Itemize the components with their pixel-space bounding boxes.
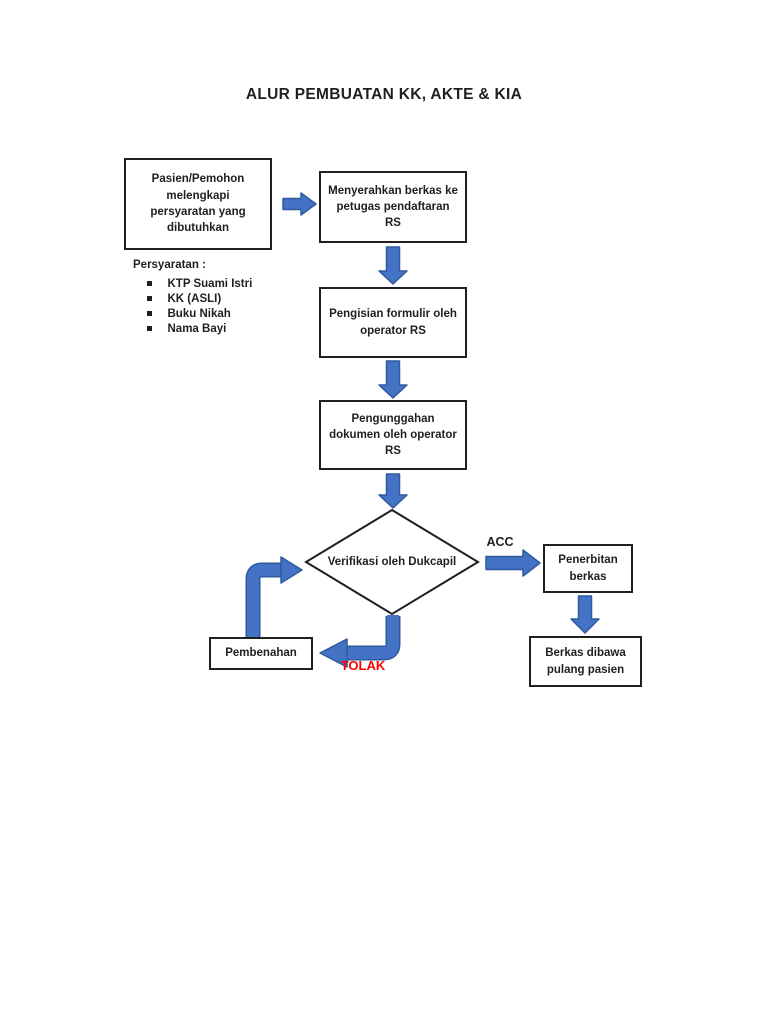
node-pasien-pemohon: Pasien/Pemohon melengkapi persyaratan ya…: [124, 158, 272, 250]
page-title: ALUR PEMBUATAN KK, AKTE & KIA: [245, 86, 523, 103]
list-item: KK (ASLI): [133, 291, 252, 306]
requirement-label: KTP Suami Istri: [167, 277, 253, 290]
node-berkas-dibawa-pulang: Berkas dibawa pulang pasien: [529, 636, 642, 687]
list-item: Nama Bayi: [133, 321, 252, 336]
requirement-label: KK (ASLI): [167, 292, 222, 305]
requirement-label: Nama Bayi: [167, 322, 227, 335]
bullet-square-icon: [147, 296, 152, 301]
requirements-block: Persyaratan : KTP Suami Istri KK (ASLI) …: [133, 259, 252, 336]
requirement-label: Buku Nikah: [167, 307, 231, 320]
node-penerbitan-berkas: Penerbitan berkas: [543, 544, 633, 593]
list-item: Buku Nikah: [133, 306, 252, 321]
edge-label-acc: ACC: [486, 535, 514, 549]
requirements-list: KTP Suami Istri KK (ASLI) Buku Nikah Nam…: [133, 276, 252, 336]
node-menyerahkan-berkas: Menyerahkan berkas ke petugas pendaftara…: [319, 171, 467, 243]
requirements-heading: Persyaratan :: [133, 259, 206, 271]
bullet-square-icon: [147, 326, 152, 331]
arrow-elbow-pembenahan-to-verifikasi: [245, 556, 303, 639]
arrow-down-penerbitan-to-berkas: [570, 595, 600, 634]
arrow-right-pasien-to-menyerahkan: [282, 192, 317, 216]
node-pembenahan: Pembenahan: [209, 637, 313, 670]
edge-label-tolak: TOLAK: [340, 658, 386, 673]
decision-diamond-verifikasi: [304, 508, 480, 616]
list-item: KTP Suami Istri: [133, 276, 252, 291]
bullet-square-icon: [147, 281, 152, 286]
arrow-right-acc-to-penerbitan: [485, 549, 541, 577]
arrow-down-pengisian-to-pengunggahan: [378, 360, 408, 399]
arrow-down-menyerahkan-to-pengisian: [378, 246, 408, 285]
bullet-square-icon: [147, 311, 152, 316]
node-verifikasi-dukcapil-label: Verifikasi oleh Dukcapil: [327, 555, 457, 568]
node-pengunggahan-dokumen: Pengunggahan dokumen oleh operator RS: [319, 400, 467, 470]
arrow-elbow-tolak-to-pembenahan: [319, 615, 401, 668]
node-pengisian-formulir: Pengisian formulir oleh operator RS: [319, 287, 467, 358]
arrow-down-pengunggahan-to-verifikasi: [378, 473, 408, 509]
